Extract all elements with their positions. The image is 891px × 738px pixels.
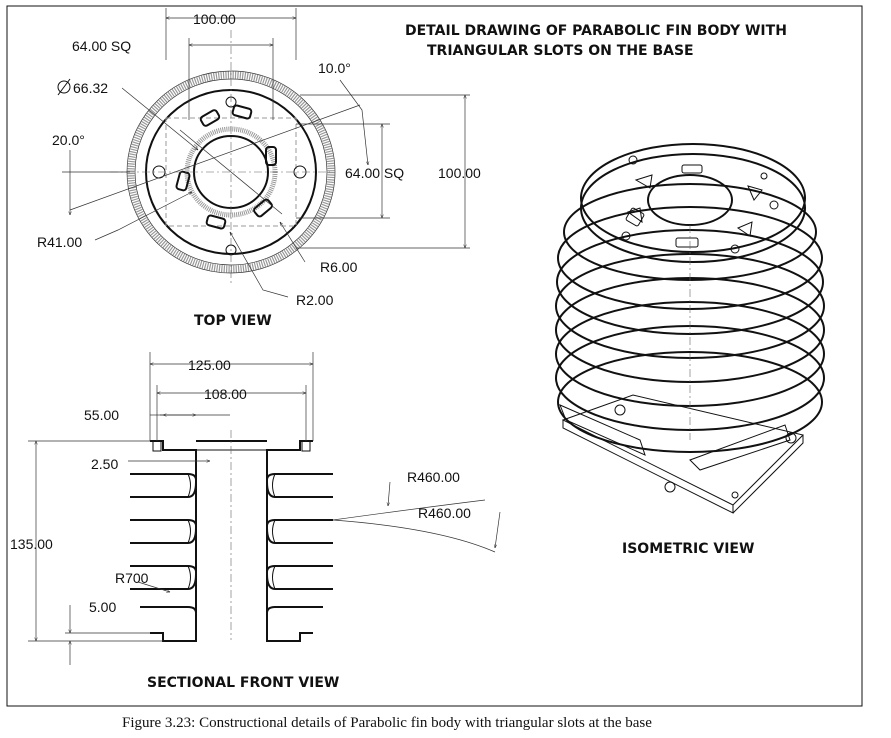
dim-radius-460-a: R460.00 [407, 469, 460, 485]
figure-caption: Figure 3.23: Constructional details of P… [122, 715, 652, 731]
drawing-title-line1: DETAIL DRAWING OF PARABOLIC FIN BODY WIT… [405, 23, 787, 39]
dim-height-135: 135.00 [10, 536, 53, 552]
top-view-dimensions [62, 8, 470, 298]
dim-top-square: 64.00 SQ [72, 38, 131, 54]
label-top-view: TOP VIEW [194, 313, 272, 329]
diameter-icon [57, 78, 71, 96]
sectional-front-view [130, 430, 333, 642]
dim-diameter: 66.32 [73, 80, 108, 96]
dim-radius-460-b: R460.00 [418, 505, 471, 521]
dim-wall-2-5: 2.50 [91, 456, 118, 472]
dim-radius-6: R6.00 [320, 259, 358, 275]
label-sectional-front-view: SECTIONAL FRONT VIEW [147, 675, 339, 691]
dim-width-125: 125.00 [188, 357, 231, 373]
dim-radius-2: R2.00 [296, 292, 334, 308]
label-isometric-view: ISOMETRIC VIEW [622, 541, 754, 557]
dim-square-right: 64.00 SQ [345, 165, 404, 181]
dim-radius-700: R700 [115, 570, 149, 586]
drawing-title-line2: TRIANGULAR SLOTS ON THE BASE [427, 43, 694, 59]
front-view-dimensions [28, 352, 501, 665]
dim-angle-20: 20.0° [52, 132, 85, 148]
dim-thickness-5: 5.00 [89, 599, 116, 615]
top-view [110, 30, 336, 285]
drawing-frame [6, 5, 863, 707]
dim-radius-41: R41.00 [37, 234, 82, 250]
dim-height-right: 100.00 [438, 165, 481, 181]
dim-depth-55: 55.00 [84, 407, 119, 423]
isometric-view [555, 143, 825, 514]
dim-angle-10: 10.0° [318, 60, 351, 76]
dim-width-108: 108.00 [204, 386, 247, 402]
dim-top-width: 100.00 [193, 11, 236, 27]
